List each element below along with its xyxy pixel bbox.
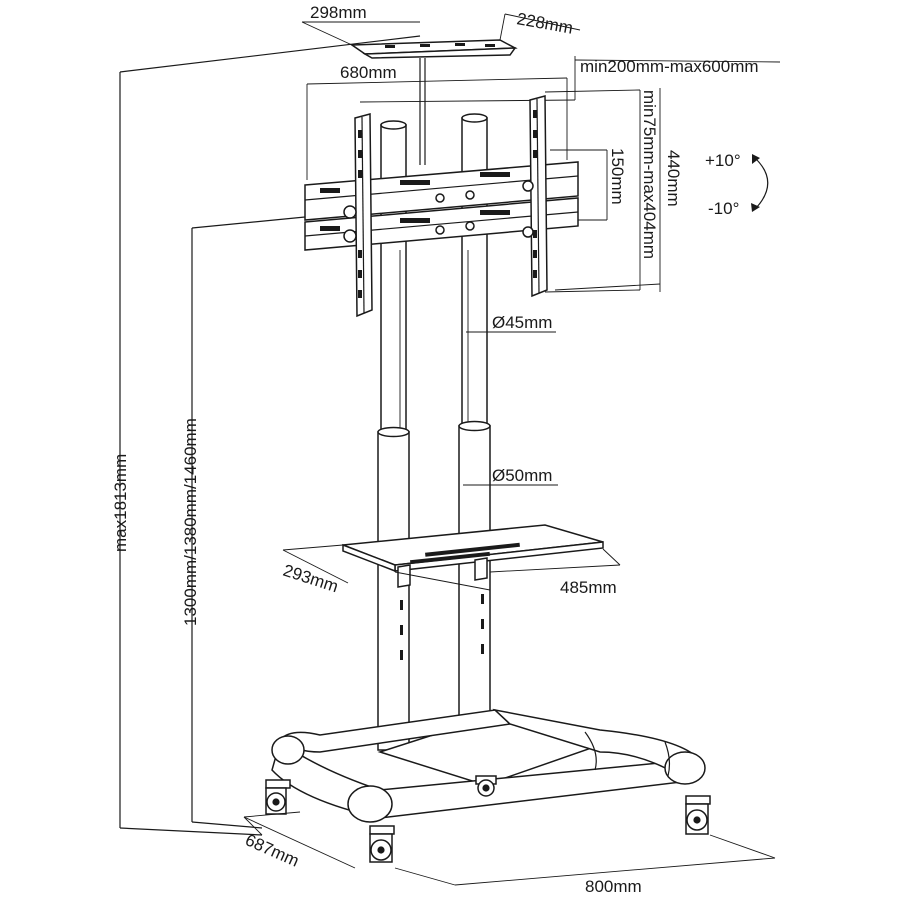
right-vesa-arm [522, 95, 548, 298]
tilt-down-label: -10° [708, 199, 739, 218]
vesa-vertical-label: min75mm-max404mm [640, 90, 659, 259]
top-shelf-width-label: 298mm [310, 3, 367, 22]
caster-wheel [265, 779, 291, 815]
shelf-dimensions [282, 544, 621, 591]
shelf-depth-label: 293mm [281, 561, 341, 597]
upper-pole-diameter-label: Ø45mm [492, 313, 552, 332]
base-width-label: 800mm [585, 877, 642, 896]
lower-pole-diameter-label: Ø50mm [492, 466, 552, 485]
vesa-vertical-dimension [544, 88, 661, 293]
lower-poles [377, 420, 491, 751]
top-shelf-dimensions [301, 13, 581, 46]
caster-wheel [475, 775, 497, 797]
tilt-up-label: +10° [705, 151, 741, 170]
caster-wheel [685, 795, 711, 835]
base-depth-dimension [243, 811, 356, 869]
top-camera-shelf [349, 39, 518, 165]
base-width-dimension [394, 834, 776, 886]
bracket-width-label: 680mm [340, 63, 397, 82]
mounting-rails [304, 161, 579, 251]
slot-height-label: 150mm [608, 148, 627, 205]
av-shelf [342, 524, 604, 588]
max-height-dimension [119, 35, 421, 836]
upper-poles [380, 113, 488, 436]
mount-height-label: 1300mm/1380mm/1460mm [181, 418, 200, 626]
mount-height-dimension [191, 216, 306, 829]
base-depth-label: 687mm [242, 830, 302, 870]
left-vesa-arm [343, 113, 373, 318]
caster-wheel [369, 825, 395, 863]
bracket-height-label: 440mm [664, 150, 683, 207]
tilt-arrow-icon [751, 154, 769, 212]
vesa-horizontal-label: min200mm-max600mm [580, 57, 759, 76]
top-shelf-depth-label: 228mm [515, 9, 574, 38]
shelf-width-label: 485mm [560, 578, 617, 597]
max-height-label: max1813mm [111, 454, 130, 552]
wheeled-base [271, 708, 706, 823]
